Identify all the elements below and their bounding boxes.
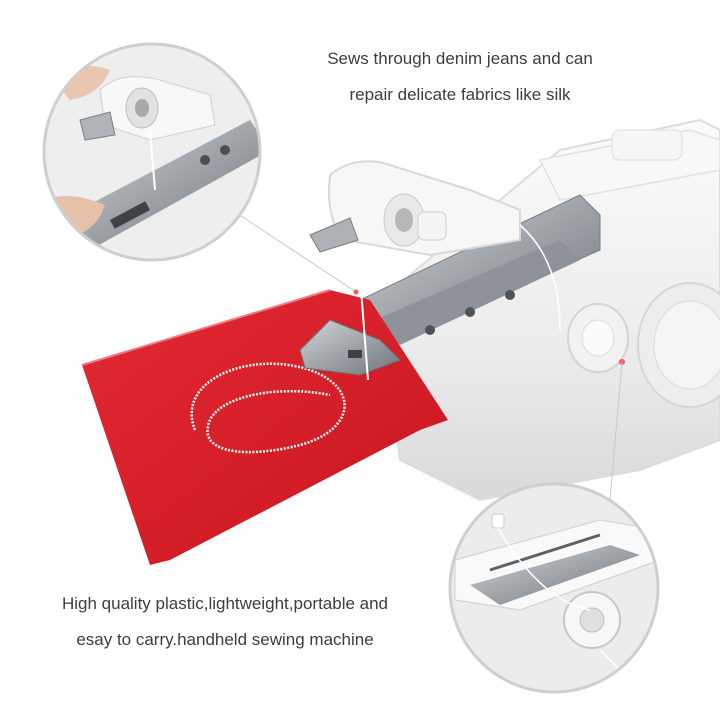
zoom-detail-needle [42, 42, 262, 262]
feature-caption-bottom: High quality plastic,lightweight,portabl… [20, 586, 430, 658]
pointer-line-top [231, 209, 357, 293]
feature-caption-bottom-line2: esay to carry.handheld sewing machine [76, 630, 374, 649]
presser-foot [299, 319, 401, 376]
feature-caption-bottom-line1: High quality plastic,lightweight,portabl… [61, 594, 389, 613]
pointer-dot-top [353, 289, 359, 295]
pointer-line-bottom [609, 361, 623, 501]
feature-caption-top: Sews through denim jeans and can repair … [290, 41, 630, 113]
machine-head [309, 160, 521, 257]
sewing-machine-body [378, 118, 720, 502]
feature-caption-top-line2: repair delicate fabrics like silk [349, 85, 571, 104]
feature-caption-top-line1: Sews through denim jeans and can [327, 49, 593, 68]
zoom-detail-bobbin [448, 482, 660, 694]
